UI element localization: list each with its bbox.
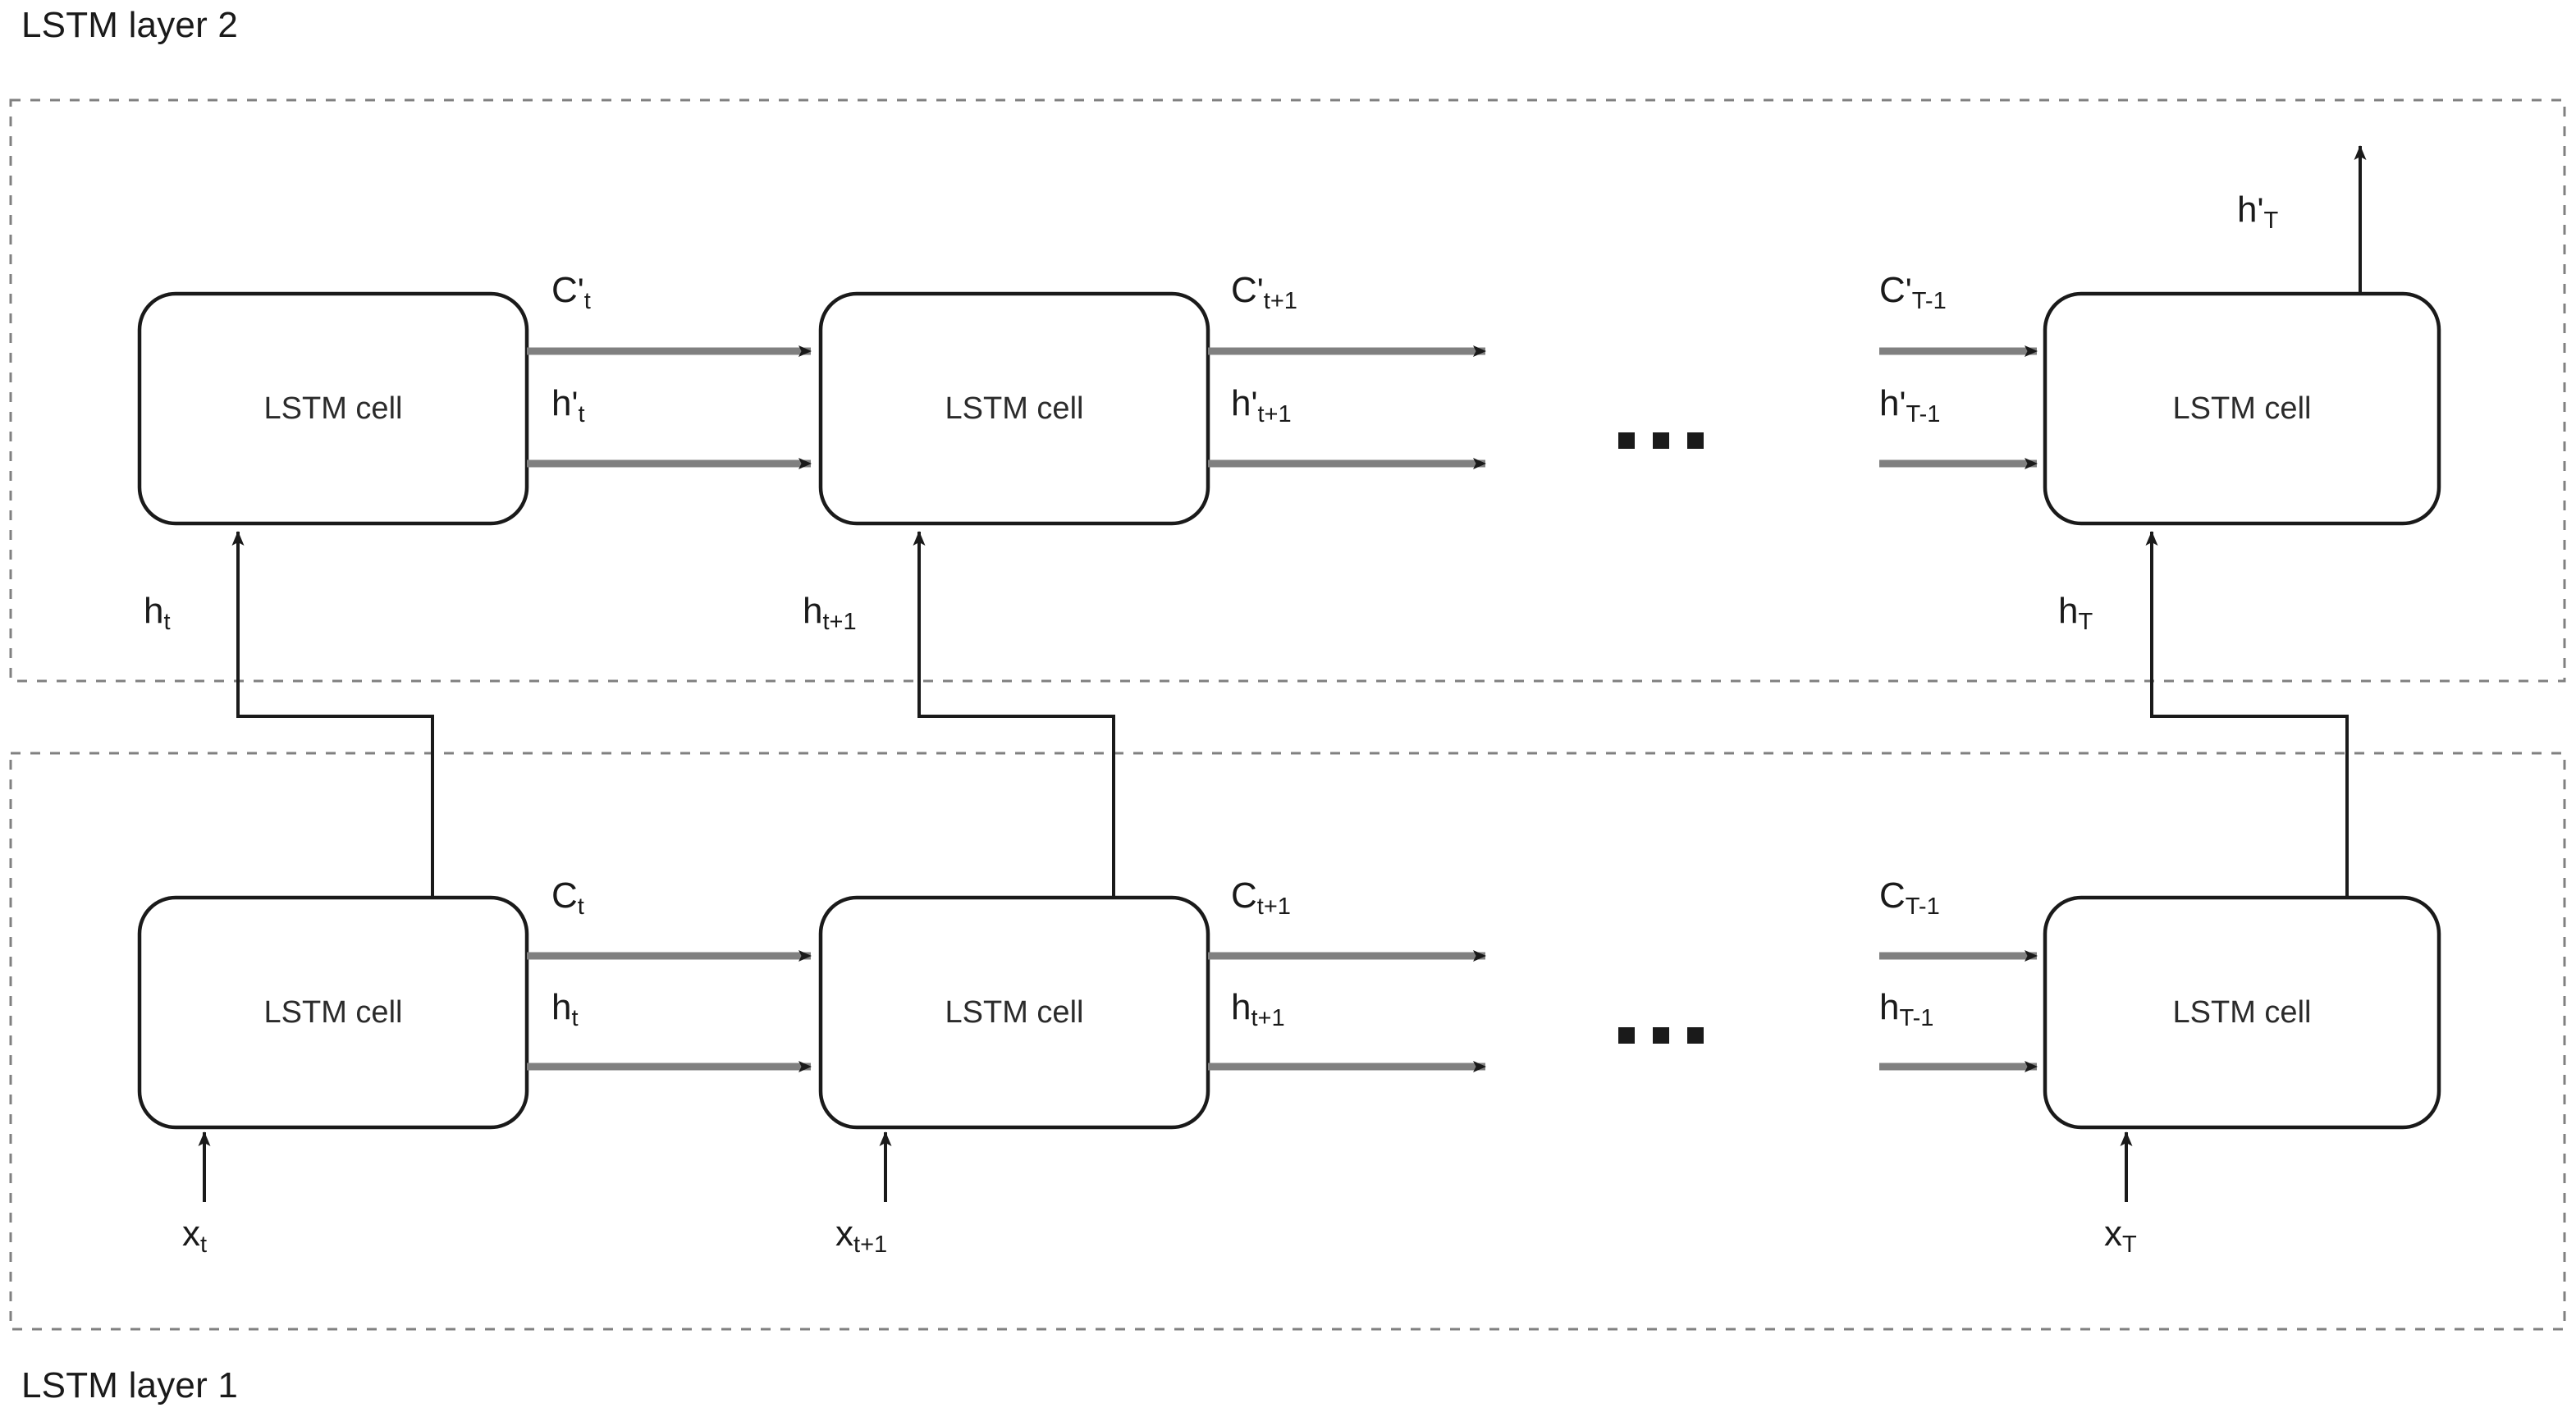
label-layer2-h-t1: h't+1 [1231,383,1292,428]
layer1-cell-T [2043,895,2441,1130]
layer1-cell-t [137,895,529,1130]
layer2-title: LSTM layer 2 [21,5,239,45]
label-interlayer-h-T: hT [2058,591,2093,636]
layer1-cell-t1 [818,895,1210,1130]
layer2-cell-T [2043,291,2441,526]
layer1-dashed-container [9,752,2566,1331]
ellipsis-dot [1687,432,1704,449]
label-layer2-output-hT: h'T [2237,190,2279,235]
interlayer-path-t1 [913,531,1115,898]
ellipsis-dot [1653,432,1669,449]
ellipsis-dot [1687,1027,1704,1044]
layer2-cell-t1 [818,291,1210,526]
interlayer-path-t [231,531,434,898]
label-layer2-c-t: C't [551,270,591,315]
layer2-cell-t [137,291,529,526]
layer1-cell-t1-label: LSTM cell [945,995,1084,1030]
ellipsis-dot [1618,432,1635,449]
layer2-cell-t1-label: LSTM cell [945,391,1084,426]
label-layer2-h-T1: h'T-1 [1879,383,1941,428]
layer2-ellipsis [1618,432,1704,449]
layer1-title: LSTM layer 1 [21,1365,239,1405]
ellipsis-dot [1653,1027,1669,1044]
label-layer1-c-t1: Ct+1 [1231,875,1291,921]
label-interlayer-h-t: ht [144,591,171,636]
label-layer2-h-t: h't [551,383,585,428]
label-input-x-T: xT [2104,1213,2137,1259]
label-layer2-c-T1: C'T-1 [1879,270,1947,315]
layer1-cell-t-label: LSTM cell [264,995,403,1030]
label-input-x-t: xt [182,1213,208,1259]
layer1-ellipsis [1618,1027,1704,1044]
layer2-dashed-container [9,98,2566,683]
label-layer2-c-t1: C't+1 [1231,270,1297,315]
label-layer1-h-t: ht [551,987,579,1032]
layer2-cell-T-label: LSTM cell [2173,391,2312,426]
label-layer1-c-T1: CT-1 [1879,875,1940,921]
label-layer1-h-t1: ht+1 [1231,987,1285,1032]
layer1-cell-T-label: LSTM cell [2173,995,2312,1030]
label-input-x-t1: xt+1 [835,1213,888,1259]
label-layer1-c-t: Ct [551,875,584,921]
layer2-cell-t-label: LSTM cell [264,391,403,426]
label-layer1-h-T1: hT-1 [1879,987,1934,1032]
ellipsis-dot [1618,1027,1635,1044]
interlayer-path-T [2145,531,2349,898]
label-interlayer-h-t1: ht+1 [803,591,857,636]
